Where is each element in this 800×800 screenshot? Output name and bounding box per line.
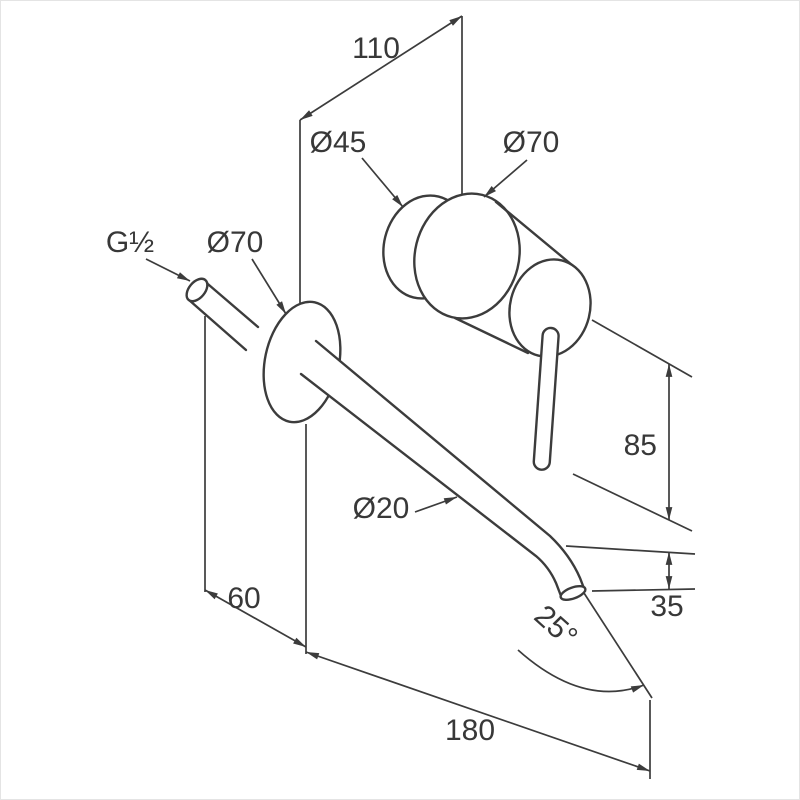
dim-85-ext-top (591, 319, 693, 378)
dim-35-label: 35 (650, 590, 683, 623)
fixture-group (185, 192, 592, 602)
mixer-lever-handle (532, 326, 560, 471)
dia-70-mixer-leader (483, 159, 528, 198)
spout-tube-bottom-edge (299, 372, 563, 598)
dim-60-line (204, 589, 307, 648)
dim-35-ext-bottom (591, 588, 696, 592)
angle-25-label: 25° (528, 599, 584, 654)
mixer-body-top-edge (494, 200, 574, 267)
dim-35-ext-top (565, 545, 696, 555)
dia-70-spout-leader (251, 258, 287, 315)
dim-110-line (299, 15, 463, 121)
spout-outlet-cap (559, 584, 587, 602)
dim-180-line (305, 651, 651, 772)
thread-g12-label: G½ (106, 226, 154, 259)
thread-g12-leader (145, 258, 191, 282)
inlet-nipple-top-edge (200, 277, 260, 329)
dia-45-leader (361, 157, 404, 208)
dia-20-leader (414, 496, 458, 513)
dia-45-label: Ø45 (310, 126, 367, 159)
mixer-body-bottom-edge (453, 316, 530, 355)
dim-110-label: 110 (352, 32, 400, 65)
spout-tube-top-edge (314, 339, 587, 593)
dia-20-label: Ø20 (353, 492, 410, 525)
mixer-front-face (508, 258, 592, 358)
inlet-nipple-cap (185, 277, 209, 303)
inlet-nipple-bottom-edge (187, 298, 248, 352)
dim-85-label: 85 (624, 429, 657, 462)
dim-180-label: 180 (445, 714, 495, 747)
mixer-rosette (413, 192, 521, 320)
dia-70-mixer-label: Ø70 (503, 126, 560, 159)
dimension-group: 110 Ø45 Ø70 G½ Ø70 Ø20 85 35 60 (106, 15, 696, 779)
dim-60-label: 60 (227, 582, 260, 615)
spout-tube-body (301, 341, 585, 596)
dim-85-ext-bottom (572, 473, 693, 532)
dia-70-spout-label: Ø70 (207, 226, 264, 259)
angle-25-ref-line (583, 592, 653, 699)
